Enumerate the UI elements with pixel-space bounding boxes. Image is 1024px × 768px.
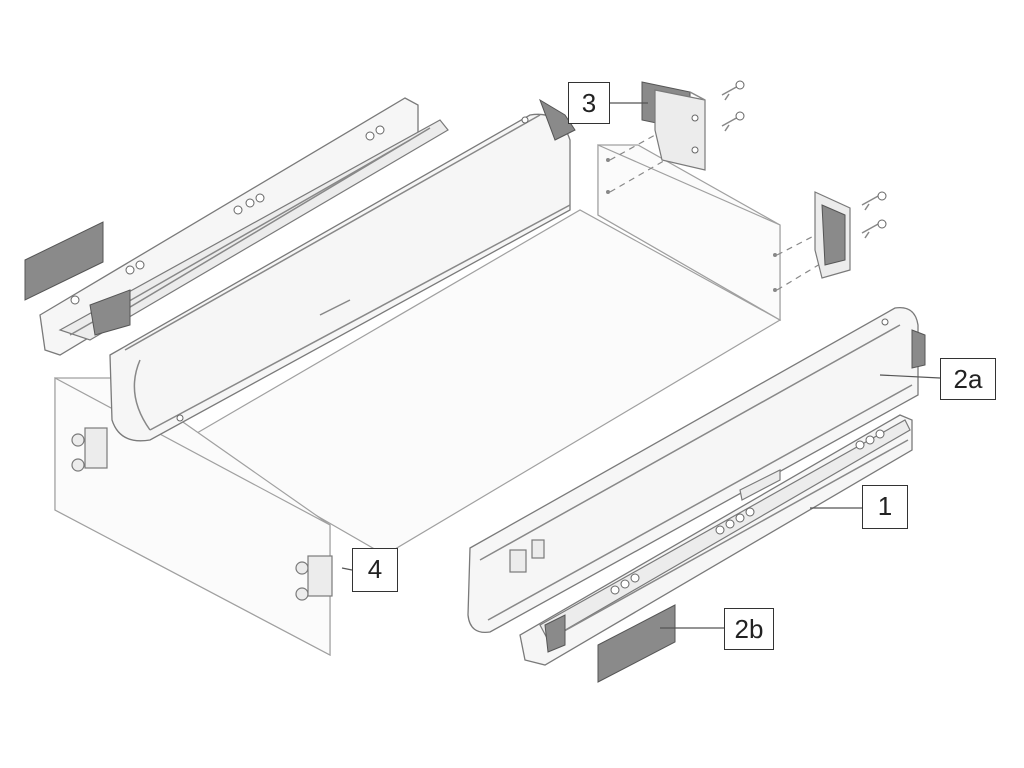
right-runner — [519, 414, 913, 666]
left-cover-cap — [24, 221, 104, 301]
right-drawer-side — [467, 306, 926, 634]
callout-3: 3 — [568, 82, 610, 124]
rear-bracket-right — [814, 191, 851, 279]
callout-1: 1 — [862, 485, 908, 529]
callout-2b: 2b — [724, 608, 774, 650]
rear-bracket-left — [641, 81, 706, 171]
left-runner — [39, 97, 449, 356]
front-panel — [54, 376, 331, 656]
callout-2a: 2a — [940, 358, 996, 400]
leader-lines — [341, 102, 941, 629]
screw-set-top — [721, 80, 745, 132]
screw-set-right — [861, 191, 887, 239]
right-cover-cap — [597, 604, 676, 683]
front-fixing-bottom — [295, 555, 333, 601]
callout-4: 4 — [352, 548, 398, 592]
left-drawer-side — [109, 98, 576, 442]
front-fixing-top — [71, 427, 108, 472]
